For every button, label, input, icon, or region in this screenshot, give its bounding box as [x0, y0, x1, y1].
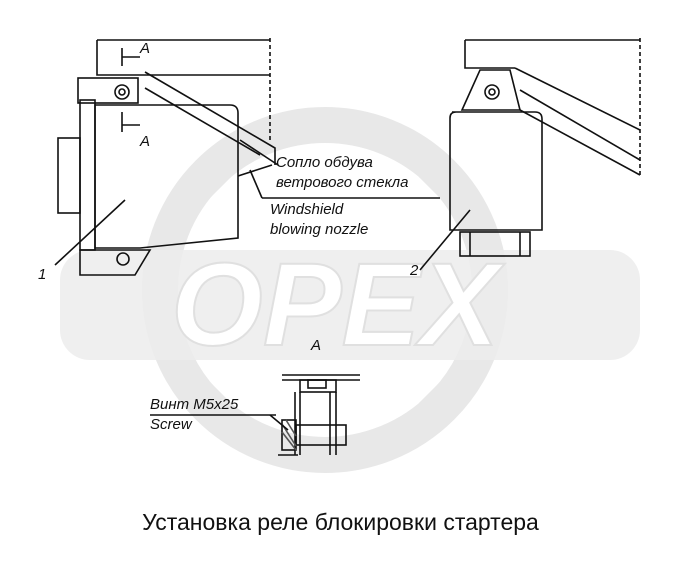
nozzle-label-ru-1: Сопло обдува: [276, 154, 373, 171]
item-1-label: 1: [38, 266, 47, 283]
item-2-label: 2: [410, 262, 419, 279]
nozzle-label-en-1: Windshield: [270, 201, 344, 218]
view-a-label: A: [311, 337, 322, 354]
figure-caption: Установка реле блокировки стартера: [142, 509, 539, 535]
watermark-logo: OPEX: [171, 239, 505, 371]
section-mark-top: A: [140, 40, 151, 57]
screw-label-en: Screw: [150, 416, 192, 433]
watermark-band: [60, 250, 640, 360]
left-assembly: [54, 38, 440, 276]
screw-label-ru: Винт М5х25: [150, 396, 239, 413]
right-assembly: [419, 38, 641, 271]
nozzle-label-en-2: blowing nozzle: [270, 221, 369, 238]
nozzle-label-ru-2: ветрового стекла: [276, 174, 409, 191]
section-view-a: [150, 374, 360, 456]
section-mark-bottom: A: [140, 133, 151, 150]
